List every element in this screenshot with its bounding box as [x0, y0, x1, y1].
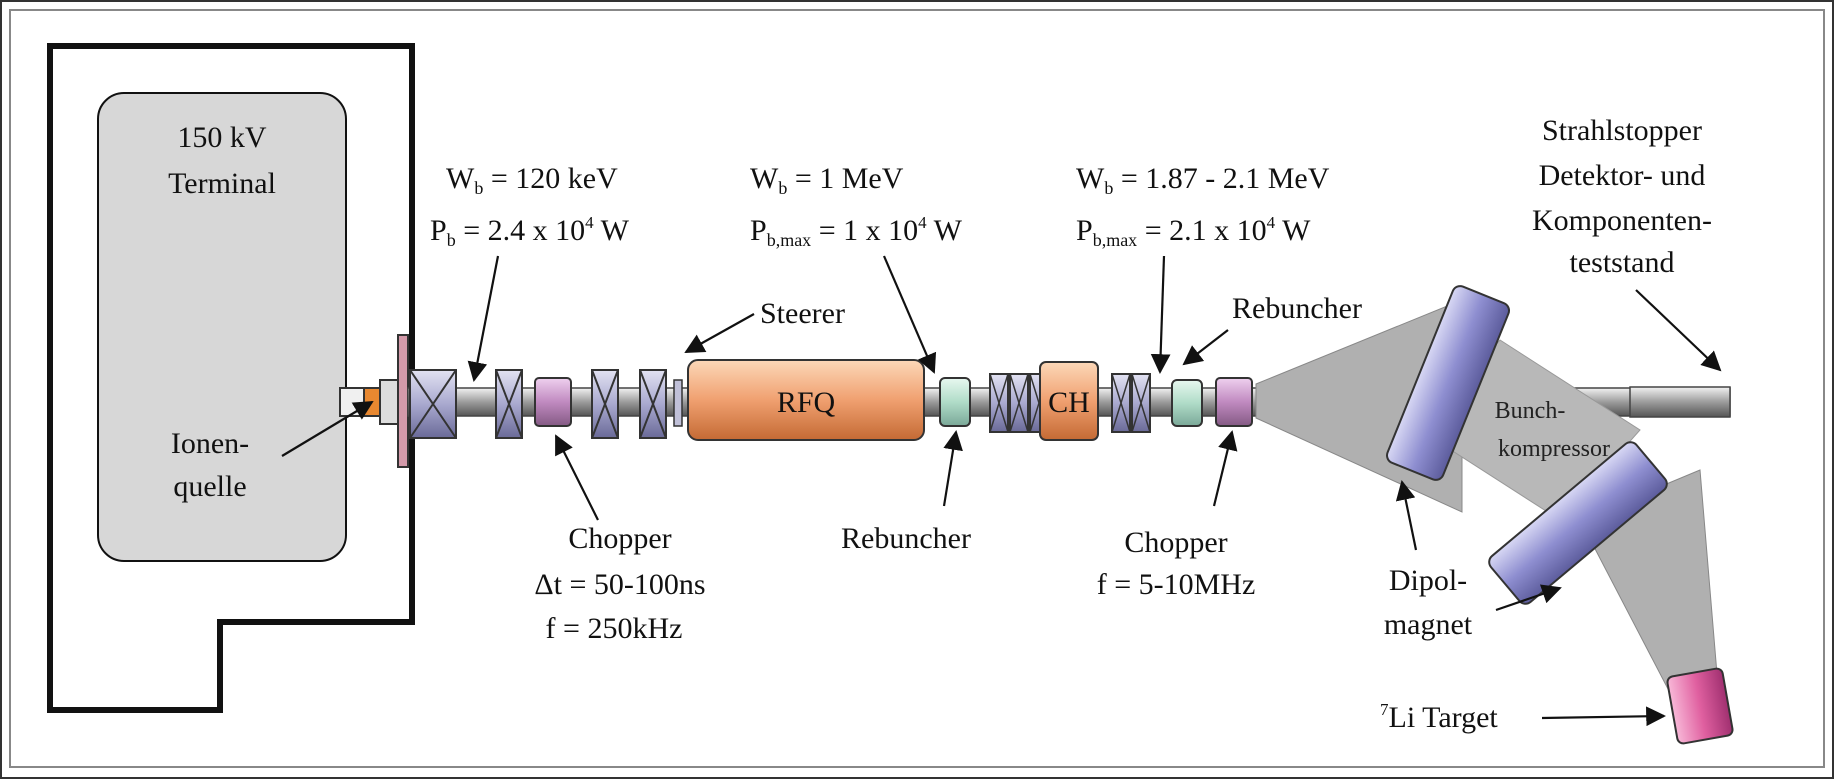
arrow-dipole1 [1395, 480, 1418, 551]
chopper2-f: f = 5-10MHz [1097, 568, 1256, 601]
quadrupole-1 [409, 369, 457, 439]
arrow-strahlstopper [1635, 289, 1722, 372]
rebuncher1-label: Rebuncher [841, 522, 971, 555]
arrow-section2 [882, 255, 937, 374]
arrow-rebuncher1 [942, 430, 963, 507]
chopper1-dt: Δt = 50-100ns [534, 568, 705, 601]
strahlstopper-label-4: teststand [1570, 246, 1675, 279]
arrow-section1 [467, 255, 500, 382]
rebuncher2-label: Rebuncher [1232, 292, 1362, 325]
dipole-magnet-2 [1488, 441, 1668, 605]
bunchkompressor-label-1: Bunch- [1495, 398, 1566, 424]
ion-source-label-2: quelle [173, 470, 246, 503]
terminal-voltage-text: 150 kV [177, 121, 267, 154]
dipole-magnet-1 [1386, 285, 1510, 481]
terminal-flange [397, 334, 409, 468]
quadrupole-triplet-2 [1111, 373, 1151, 433]
arrow-chopper1 [555, 434, 599, 521]
terminal-name-text: Terminal [168, 167, 276, 200]
section3-power-text: Pb,max = 2.1 x 104 W [1076, 213, 1311, 250]
ch-cavity [1039, 361, 1099, 441]
annotation-arrows [281, 255, 1722, 727]
rfq-cavity [687, 359, 925, 441]
ion-source-flange [379, 379, 399, 425]
ch-label: CH [1048, 386, 1090, 419]
section3-energy-text: Wb = 1.87 - 2.1 MeV [1076, 162, 1330, 198]
section2-power-text: Pb,max = 1 x 104 W [750, 213, 963, 250]
chopper-1 [534, 377, 572, 427]
li-target [1666, 667, 1734, 745]
strahlstopper-label-1: Strahlstopper [1542, 114, 1702, 147]
arrow-chopper2 [1212, 430, 1238, 507]
dipolmagnet-label-1: Dipol- [1389, 564, 1467, 597]
arrow-ion-source [281, 400, 374, 457]
ion-source-stub [339, 387, 365, 417]
arrow-rebuncher2 [1182, 329, 1229, 366]
quadrupole-2 [495, 369, 523, 439]
strahlstopper-label-2: Detektor- und [1539, 159, 1706, 192]
rebuncher-1 [939, 377, 971, 427]
inner-border [9, 9, 1825, 768]
rfq-label: RFQ [777, 386, 836, 419]
chopper2-name: Chopper [1124, 526, 1227, 559]
arrow-section3 [1150, 255, 1171, 374]
arrow-dipole2 [1495, 584, 1562, 612]
steerer-element [673, 379, 683, 427]
arrow-steerer [684, 313, 755, 353]
strahlstopper-label-3: Komponenten- [1532, 204, 1712, 237]
section2-energy-text: Wb = 1 MeV [750, 162, 904, 198]
quadrupole-3 [591, 369, 619, 439]
chopper1-f: f = 250kHz [546, 612, 683, 645]
section1-energy-text: Wb = 120 keV [446, 162, 618, 198]
ion-source-label-1: Ionen- [171, 427, 249, 460]
rebuncher-2 [1171, 379, 1203, 427]
section1-power-text: Pb = 2.4 x 104 W [430, 213, 630, 250]
dipolmagnet-label-2: magnet [1384, 608, 1473, 641]
quadrupole-4 [639, 369, 667, 439]
target-label: 7Li Target [1380, 700, 1498, 734]
chopper-2 [1215, 377, 1253, 427]
arrow-target [1541, 706, 1666, 727]
stopper-pipe [1629, 386, 1731, 418]
terminal-box [97, 92, 347, 562]
steerer-label: Steerer [760, 297, 845, 330]
chopper1-name: Chopper [568, 522, 671, 555]
bunchkompressor-label-2: kompressor [1498, 436, 1610, 462]
